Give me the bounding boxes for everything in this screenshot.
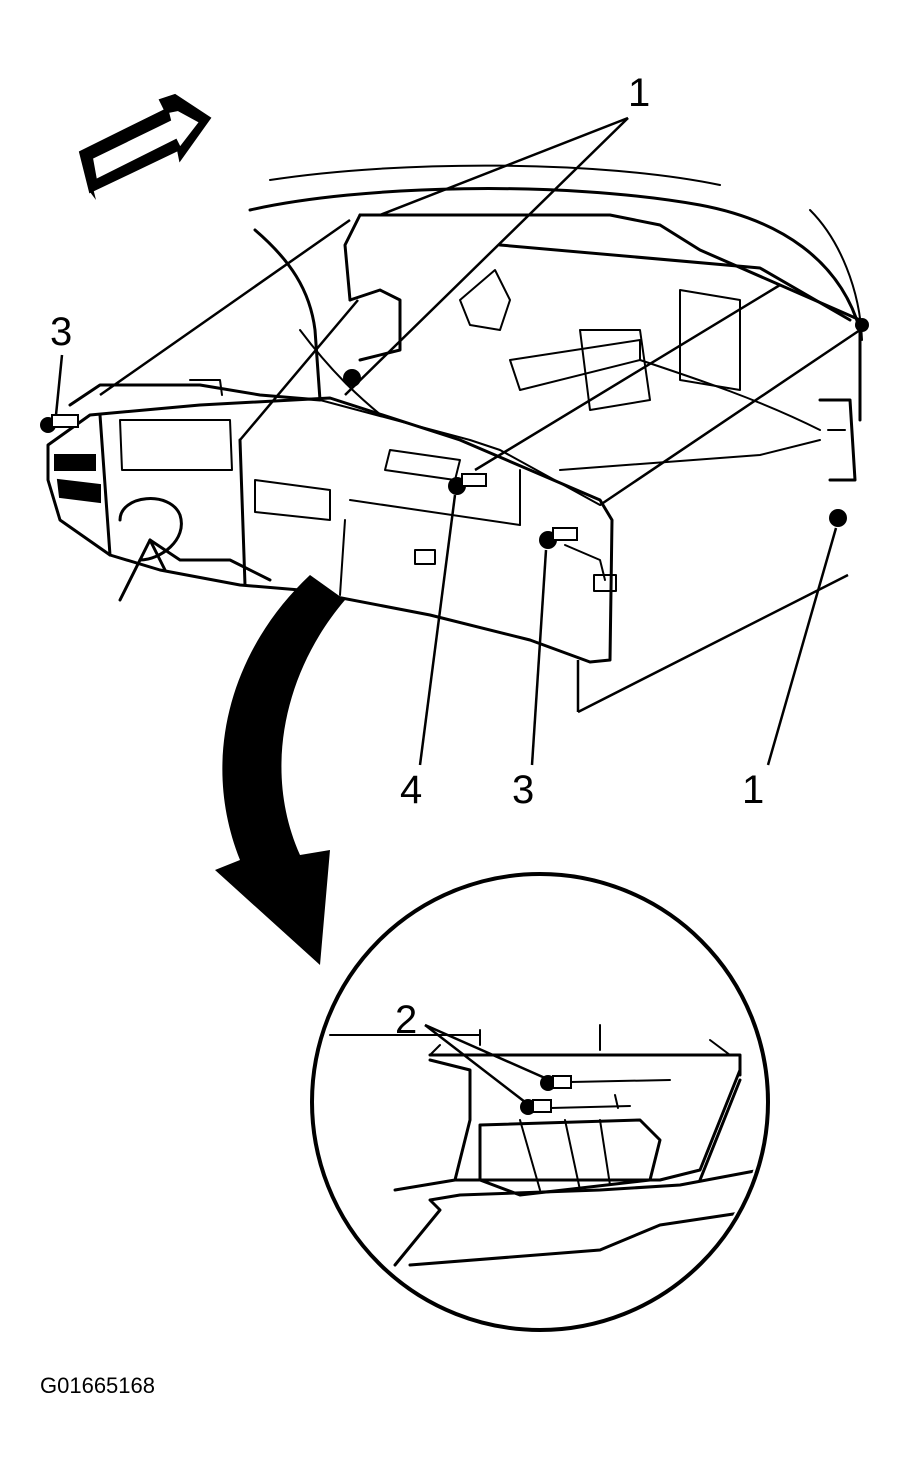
bolt-icon-callout-4: [448, 473, 487, 495]
forward-direction-arrow: [78, 93, 212, 200]
instrument-panel-body: [46, 379, 617, 664]
callout-3-left: 3: [50, 310, 72, 354]
bolt-icon-left: [40, 414, 79, 433]
figure-id: G01665168: [40, 1373, 155, 1398]
nut-icon-center-top: [343, 369, 361, 387]
detail-pointer-arrow: [215, 575, 345, 965]
bolt-icon-callout-3: [539, 527, 578, 549]
right-mounting-bracket: [818, 398, 857, 482]
nut-icon-upper-right: [855, 318, 869, 332]
callout-2: 2: [395, 998, 417, 1042]
leader-lines: [54, 116, 861, 766]
callout-3-middle: 3: [512, 768, 534, 812]
detail-view-circle: [310, 872, 770, 1332]
fasteners: [40, 318, 869, 549]
nut-icon-right: [829, 509, 847, 527]
callout-1-right: 1: [742, 768, 764, 812]
callout-1-top: 1: [628, 71, 650, 115]
callout-4: 4: [400, 768, 422, 812]
